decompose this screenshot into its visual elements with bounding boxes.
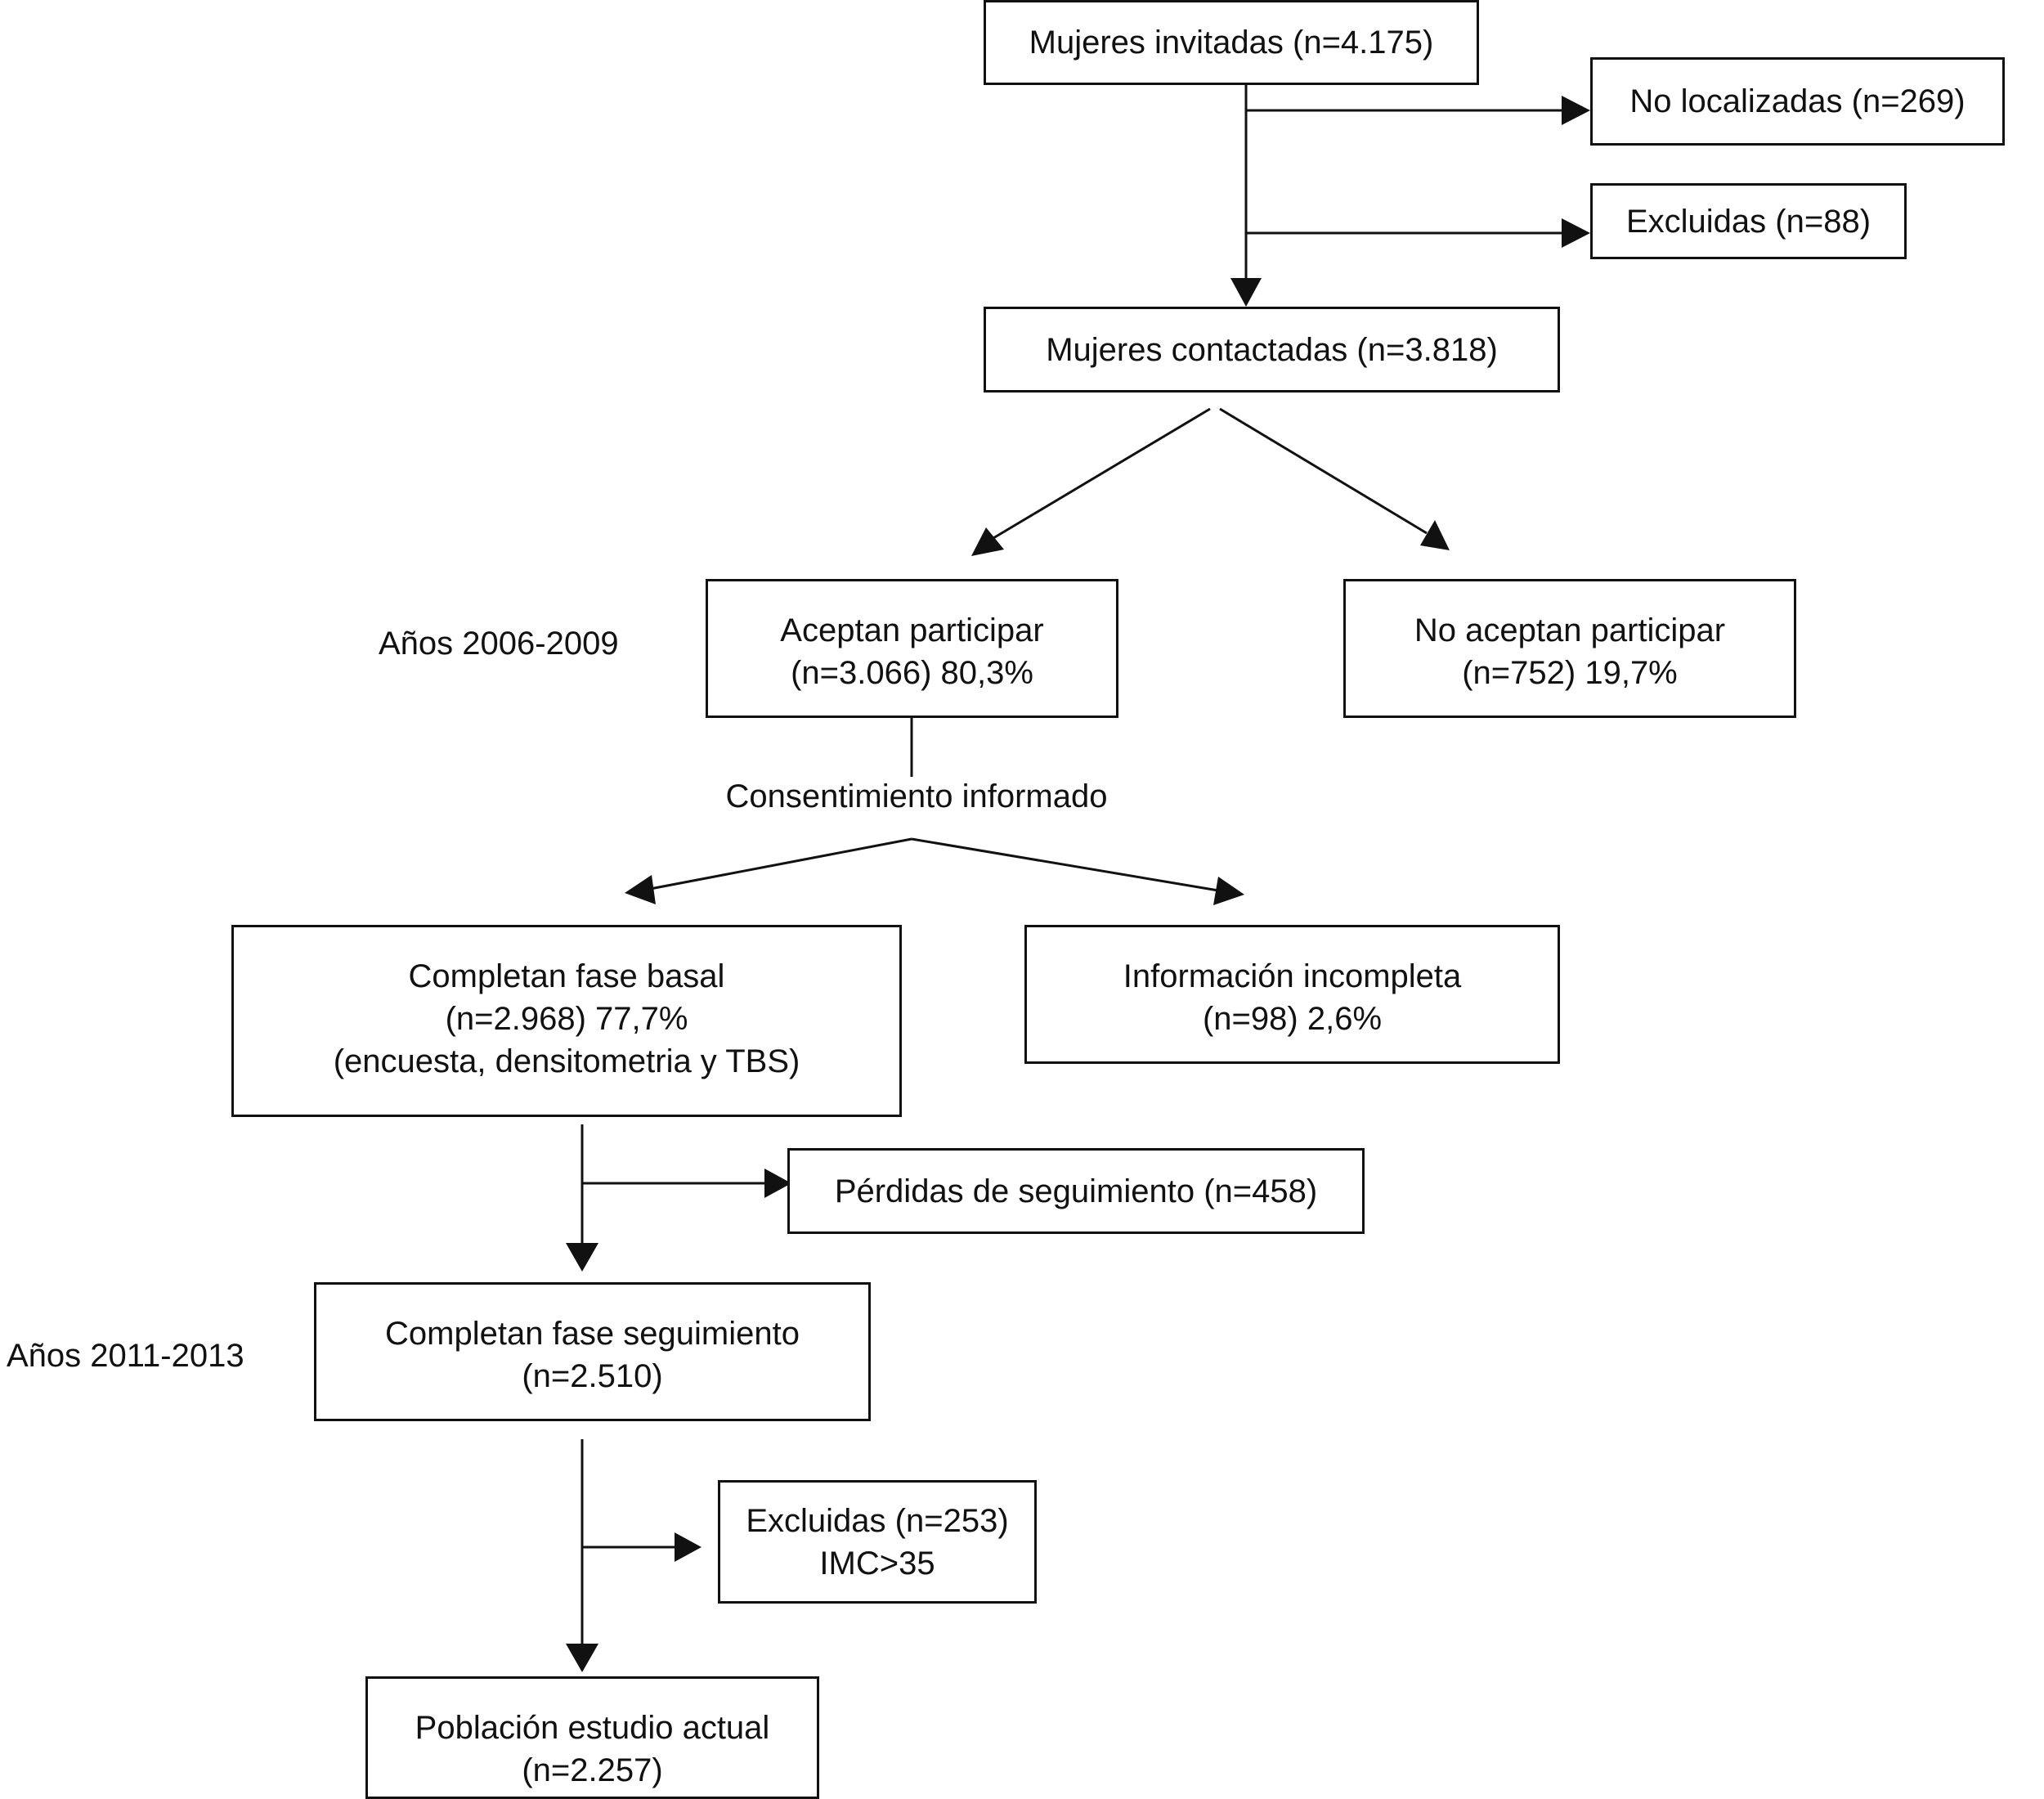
arrowhead-excluded-1: [1562, 218, 1590, 248]
arrowhead-excluded-2: [675, 1532, 702, 1562]
node-contacted: Mujeres contactadas (n=3.818): [984, 307, 1560, 393]
node-invited: Mujeres invitadas (n=4.175): [984, 0, 1479, 85]
node-contacted-text: Mujeres contactadas (n=3.818): [1046, 331, 1498, 368]
arrowhead-baseline: [625, 875, 656, 904]
node-incomplete: Información incompleta (n=98) 2,6%: [1024, 925, 1560, 1064]
connector-to-decline: [1219, 407, 1428, 535]
node-not-located: No localizadas (n=269): [1590, 57, 2005, 146]
node-excluded-2: Excluidas (n=253) IMC>35: [718, 1480, 1037, 1604]
node-decline-line-1: No aceptan participar: [1414, 612, 1726, 648]
node-final-line-2: (n=2.257): [522, 1752, 663, 1788]
node-incomplete-line-2: (n=98) 2,6%: [1202, 1001, 1383, 1037]
node-baseline: Completan fase basal (n=2.968) 77,7% (en…: [231, 925, 902, 1117]
node-followup-line-2: (n=2.510): [522, 1358, 663, 1394]
arrowhead-not-located: [1562, 96, 1590, 125]
period-label-2006-2009: Años 2006-2009: [379, 626, 619, 662]
node-excluded-1: Excluidas (n=88): [1590, 183, 1907, 259]
node-final: Población estudio actual (n=2.257): [365, 1676, 819, 1799]
node-excluded-2-line-1: Excluidas (n=253): [746, 1502, 1009, 1539]
node-baseline-line-2: (n=2.968) 77,7%: [445, 1001, 688, 1037]
node-lost-text: Pérdidas de seguimiento (n=458): [834, 1173, 1318, 1209]
arrowhead-lost: [764, 1169, 791, 1198]
node-excluded-1-text: Excluidas (n=88): [1625, 203, 1871, 240]
node-decline-line-2: (n=752) 19,7%: [1462, 655, 1678, 691]
node-accept-line-1: Aceptan participar: [780, 612, 1044, 648]
node-baseline-line-1: Completan fase basal: [408, 958, 725, 994]
node-lost: Pérdidas de seguimiento (n=458): [787, 1148, 1365, 1234]
node-followup: Completan fase seguimiento (n=2.510): [314, 1282, 871, 1421]
node-final-line-1: Población estudio actual: [415, 1710, 770, 1746]
consent-label: Consentimiento informado: [725, 778, 1108, 814]
connector-to-baseline: [645, 837, 912, 891]
arrowhead-incomplete: [1213, 877, 1244, 905]
arrowhead-decline: [1420, 520, 1450, 550]
node-accept: Aceptan participar (n=3.066) 80,3%: [706, 579, 1118, 718]
connector-to-accept: [993, 407, 1211, 540]
connector-to-incomplete: [911, 837, 1224, 893]
node-followup-line-1: Completan fase seguimiento: [385, 1316, 800, 1352]
node-decline: No aceptan participar (n=752) 19,7%: [1343, 579, 1796, 718]
node-baseline-line-3: (encuesta, densitometria y TBS): [333, 1043, 800, 1079]
arrowhead-accept: [971, 527, 1004, 556]
period-label-2011-2013: Años 2011-2013: [7, 1338, 244, 1374]
node-incomplete-line-1: Información incompleta: [1123, 958, 1462, 994]
node-not-located-text: No localizadas (n=269): [1629, 83, 1966, 119]
arrowhead-followup: [566, 1243, 598, 1272]
arrowhead-final: [566, 1644, 598, 1672]
node-accept-line-2: (n=3.066) 80,3%: [791, 655, 1033, 691]
node-invited-text: Mujeres invitadas (n=4.175): [1029, 25, 1434, 61]
arrowhead-contacted: [1230, 278, 1262, 307]
node-excluded-2-line-2: IMC>35: [819, 1545, 935, 1581]
